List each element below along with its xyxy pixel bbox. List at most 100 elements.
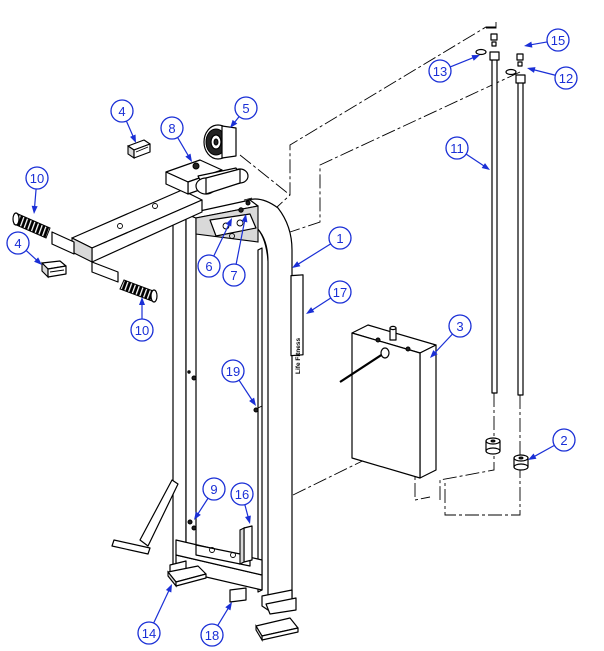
leader-line bbox=[153, 589, 170, 624]
leader-arrowhead bbox=[471, 55, 480, 61]
callout-c10b: 10 bbox=[130, 297, 154, 342]
callout-c16: 16 bbox=[230, 482, 254, 524]
callout-c8: 8 bbox=[160, 116, 192, 162]
leader-arrowhead bbox=[130, 134, 136, 143]
leader-arrowhead bbox=[241, 214, 248, 223]
frame-decal: Life Fitness bbox=[290, 274, 304, 374]
base-fastener bbox=[187, 519, 197, 531]
leader-line bbox=[310, 297, 332, 312]
callout-bubble bbox=[197, 254, 221, 278]
callout-number: 14 bbox=[142, 626, 156, 641]
callout-number: 9 bbox=[210, 482, 217, 497]
weight-stack bbox=[339, 324, 437, 479]
lat-arm bbox=[51, 159, 223, 283]
callout-number: 1 bbox=[336, 231, 343, 246]
callout-number: 10 bbox=[135, 323, 149, 338]
callout-c19: 19 bbox=[221, 359, 256, 406]
cable-path-lines bbox=[239, 26, 521, 516]
pulley-wheel bbox=[203, 124, 237, 160]
frame-label-plate bbox=[229, 587, 247, 603]
callout-number: 19 bbox=[226, 364, 240, 379]
callout-bubble bbox=[328, 226, 352, 250]
callout-number: 4 bbox=[118, 104, 125, 119]
leader-line bbox=[213, 223, 230, 257]
callout-number: 2 bbox=[560, 433, 567, 448]
pulley-housing bbox=[192, 162, 253, 213]
main-frame bbox=[169, 198, 297, 615]
leader-line bbox=[529, 41, 548, 46]
leader-line bbox=[125, 120, 135, 138]
callout-bubble bbox=[546, 28, 570, 52]
callout-number: 4 bbox=[14, 236, 21, 251]
callout-bubble bbox=[221, 359, 245, 383]
leader-line bbox=[296, 243, 331, 266]
callout-bubble bbox=[222, 263, 246, 287]
callout-bubble bbox=[25, 166, 49, 190]
top-hardware bbox=[475, 22, 524, 76]
handle-grip-lower bbox=[119, 279, 158, 303]
leader-arrowhead bbox=[230, 119, 238, 128]
callout-number: 8 bbox=[168, 121, 175, 136]
callout-c12: 12 bbox=[527, 66, 578, 90]
callout-c15: 15 bbox=[524, 28, 570, 52]
leader-arrowhead bbox=[165, 584, 172, 593]
leader-arrowhead bbox=[524, 41, 533, 48]
callout-bubble bbox=[130, 318, 154, 342]
callout-c2: 2 bbox=[528, 428, 576, 460]
leader-arrowhead bbox=[306, 307, 315, 314]
leader-line bbox=[196, 497, 209, 516]
leader-arrowhead bbox=[31, 205, 38, 214]
callout-bubble bbox=[137, 621, 161, 645]
leader-arrowhead bbox=[481, 163, 490, 170]
front-foot-pad bbox=[255, 617, 299, 642]
callout-bubble bbox=[428, 59, 452, 83]
leader-line bbox=[177, 137, 190, 158]
leader-line bbox=[217, 606, 230, 626]
leader-line bbox=[465, 153, 486, 168]
callout-number: 11 bbox=[450, 141, 464, 156]
callout-bubble bbox=[448, 314, 472, 338]
callout-bubble bbox=[200, 623, 224, 647]
callout-c4a: 4 bbox=[110, 99, 136, 143]
leader-line bbox=[449, 56, 475, 68]
end-cap-upper bbox=[127, 139, 151, 160]
leader-arrowhead bbox=[139, 297, 145, 305]
leader-line bbox=[33, 188, 37, 209]
leader-arrowhead bbox=[34, 257, 42, 265]
callout-c7: 7 bbox=[222, 214, 248, 287]
cable-bracket bbox=[239, 525, 253, 565]
leader-line bbox=[532, 444, 555, 458]
leader-arrowhead bbox=[292, 261, 301, 268]
callout-bubble bbox=[160, 116, 184, 140]
leader-arrowhead bbox=[185, 153, 192, 162]
callout-c6: 6 bbox=[197, 218, 232, 278]
leader-line bbox=[235, 219, 246, 265]
callout-c13: 13 bbox=[428, 55, 480, 83]
decal-brand-text: Life Fitness bbox=[295, 337, 302, 374]
callout-number: 15 bbox=[551, 33, 565, 48]
callout-number: 3 bbox=[456, 319, 463, 334]
callout-bubble bbox=[445, 136, 469, 160]
callout-number: 16 bbox=[235, 487, 249, 502]
rod-bumpers bbox=[485, 437, 529, 471]
callout-number: 13 bbox=[433, 64, 447, 79]
callout-c5: 5 bbox=[230, 96, 258, 128]
leader-arrowhead bbox=[249, 397, 256, 406]
callout-number: 18 bbox=[205, 628, 219, 643]
handle-grip-upper bbox=[12, 212, 51, 239]
callout-number: 12 bbox=[559, 71, 573, 86]
callout-bubble bbox=[202, 477, 226, 501]
end-cap-lower bbox=[41, 260, 67, 279]
callout-bubble bbox=[230, 482, 254, 506]
leader-line bbox=[532, 68, 556, 76]
callout-c9: 9 bbox=[194, 477, 226, 520]
callout-c10a: 10 bbox=[25, 166, 49, 214]
leader-arrowhead bbox=[245, 515, 251, 524]
callout-c18: 18 bbox=[200, 602, 232, 647]
leader-arrowhead bbox=[225, 218, 232, 227]
callout-c1: 1 bbox=[292, 226, 352, 268]
callout-bubble bbox=[110, 99, 134, 123]
callout-bubble bbox=[234, 96, 258, 120]
